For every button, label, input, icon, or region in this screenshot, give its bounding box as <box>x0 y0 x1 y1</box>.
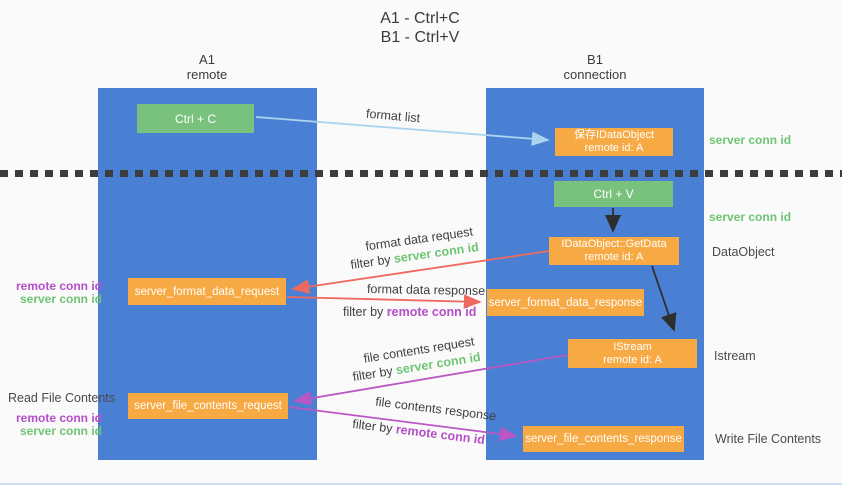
ctrl-v-label: Ctrl + V <box>593 187 634 201</box>
filter-by-text: filter by <box>351 416 397 437</box>
dataobject-annotation: DataObject <box>712 245 775 259</box>
server-format-data-response-node: server_format_data_response <box>487 289 644 316</box>
format-list-label: format list <box>365 106 421 126</box>
filter-by-text: filter by <box>343 305 387 319</box>
lane-a1-name: A1 <box>199 52 215 67</box>
ctrl-c-node: Ctrl + C <box>137 104 254 133</box>
write-file-contents-annotation: Write File Contents <box>715 432 822 446</box>
ctrl-v-node: Ctrl + V <box>554 181 673 207</box>
lane-header-a1: A1 remote <box>147 52 267 82</box>
istream-annotation: Istream <box>714 349 756 363</box>
server-conn-id-annotation-mid: server conn id <box>709 210 792 224</box>
remote-conn-id-text: remote conn id <box>386 305 477 319</box>
format-data-response-label: format data response <box>366 281 486 299</box>
file-contents-response-label: file contents response <box>374 394 498 424</box>
istream-line2: remote id: A <box>603 353 662 366</box>
file-request-label: server_file_contents_request <box>134 400 282 412</box>
save-idataobject-line1: 保存IDataObject <box>573 129 655 141</box>
remote-conn-id-annotation: remote conn id <box>15 279 102 293</box>
server-format-data-request-node: server_format_data_request <box>128 278 286 305</box>
format-conn-id-pair: remote conn id server conn id <box>6 280 102 306</box>
filter-by-text: filter by <box>351 363 398 385</box>
lane-header-b1: B1 connection <box>535 52 655 82</box>
lane-b1-name: B1 <box>587 52 603 67</box>
save-idataobject-node: 保存IDataObject remote id: A <box>555 128 673 156</box>
istream-node: IStream remote id: A <box>568 339 697 368</box>
remote-conn-id-annotation: remote conn id <box>15 411 102 425</box>
server-file-contents-request-node: server_file_contents_request <box>128 393 288 419</box>
diagram-title-line2: B1 - Ctrl+V <box>380 29 460 46</box>
server-conn-id-annotation: server conn id <box>19 292 102 306</box>
getdata-line1: IDataObject::GetData <box>561 238 667 250</box>
getdata-line2: remote id: A <box>584 251 644 263</box>
filter-by-text: filter by <box>349 251 395 272</box>
lane-a1-role: remote <box>186 67 228 82</box>
idataobject-getdata-node: IDataObject::GetData remote id: A <box>549 237 679 265</box>
server-conn-id-annotation: server conn id <box>19 424 102 438</box>
ctrl-c-label: Ctrl + C <box>174 111 216 126</box>
istream-line1: IStream <box>613 340 652 353</box>
lane-b1-role: connection <box>563 67 627 82</box>
save-idataobject-line2: remote id: A <box>584 142 644 154</box>
bottom-edge-strip <box>0 483 842 485</box>
machine-boundary-dotted-line <box>0 170 842 177</box>
format-response-label: server_format_data_response <box>488 296 643 309</box>
diagram-title-line1: A1 - Ctrl+C <box>380 10 460 27</box>
file-conn-id-pair: remote conn id server conn id <box>6 412 102 438</box>
format-data-response-filter-label: filter by remote conn id <box>343 305 476 319</box>
remote-conn-id-text: remote conn id <box>395 422 486 448</box>
diagram-title: A1 - Ctrl+C B1 - Ctrl+V <box>300 9 540 47</box>
server-conn-id-annotation-top: server conn id <box>709 133 792 147</box>
server-file-contents-response-node: server_file_contents_response <box>523 426 684 452</box>
format-request-label: server_format_data_request <box>134 285 280 298</box>
file-contents-response-filter-label: filter by remote conn id <box>352 417 486 447</box>
read-file-contents-annotation: Read File Contents <box>8 391 116 405</box>
file-response-label: server_file_contents_response <box>525 433 682 445</box>
